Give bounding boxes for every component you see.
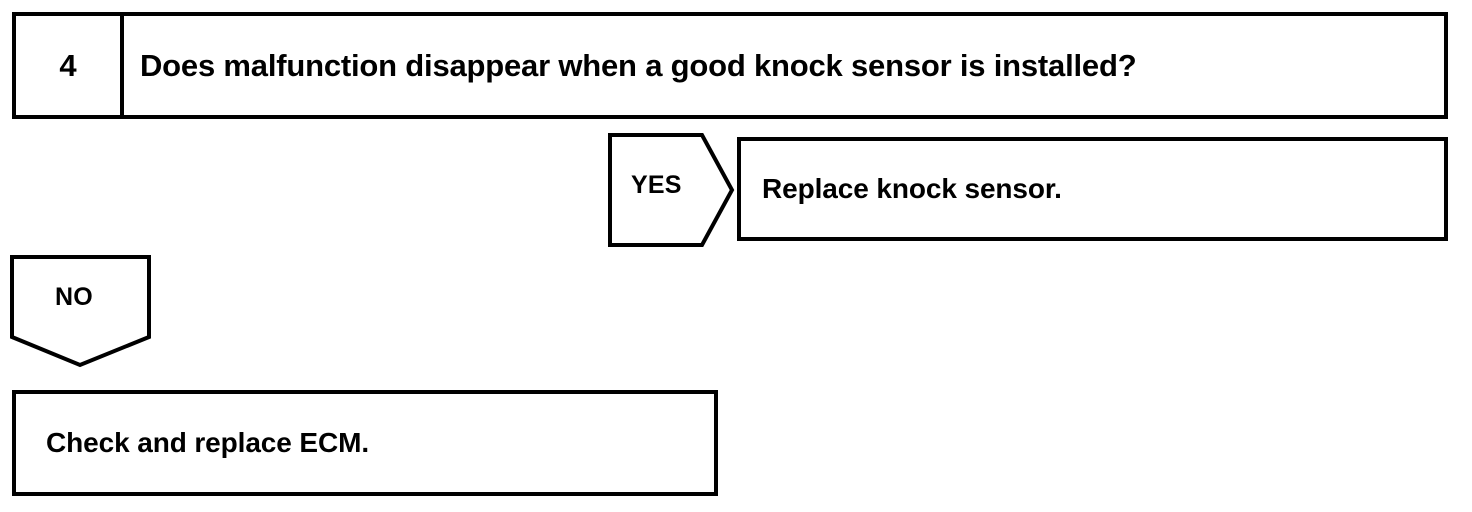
branch-arrow-no: NO [10, 255, 151, 368]
yes-arrow-shape [608, 133, 735, 247]
branch-arrow-yes: YES [608, 133, 735, 247]
action-box-check-replace-ecm: Check and replace ECM. [12, 390, 718, 496]
step-number-cell: 4 [16, 16, 124, 115]
action-text-yes: Replace knock sensor. [762, 173, 1062, 204]
step-row: 4 Does malfunction disappear when a good… [12, 12, 1448, 119]
step-question-text: Does malfunction disappear when a good k… [140, 48, 1137, 83]
no-arrow-shape [10, 255, 151, 368]
action-box-replace-knock-sensor: Replace knock sensor. [737, 137, 1448, 241]
step-question-cell: Does malfunction disappear when a good k… [124, 16, 1444, 115]
branch-label-no: NO [55, 283, 93, 311]
branch-label-yes: YES [631, 171, 682, 199]
step-number: 4 [59, 48, 77, 83]
action-text-no: Check and replace ECM. [46, 427, 370, 458]
